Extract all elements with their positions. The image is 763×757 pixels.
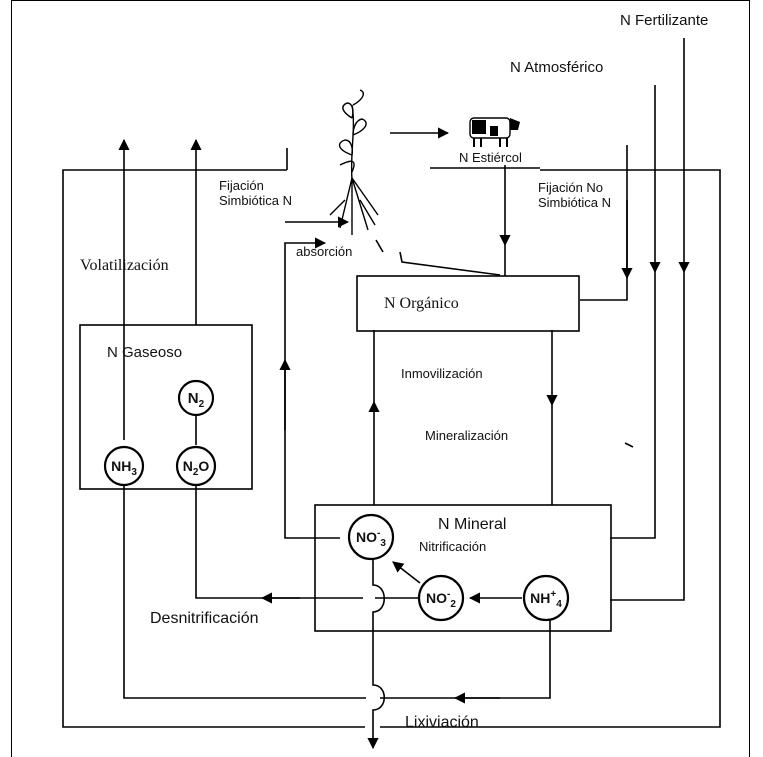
- n-gaseoso-label: N Gaseoso: [107, 344, 182, 361]
- fijacion-no-simbiotica-label-2: Simbiótica N: [538, 195, 611, 210]
- fijacion-no-simbiotica-label-1: Fijación No: [538, 180, 603, 195]
- nh4-circle: [522, 574, 570, 622]
- n2-label: N2: [188, 390, 205, 410]
- nitrificacion-label: Nitrificación: [419, 539, 486, 554]
- nh3-label: NH3: [111, 458, 137, 478]
- cow-icon: [469, 117, 520, 147]
- n-fertilizante-label: N Fertilizante: [620, 12, 708, 29]
- n2o-label: N2O: [183, 458, 210, 478]
- absorption-arrow: [284, 237, 340, 539]
- absorcion-label: absorción: [296, 244, 352, 259]
- n-organico-label: N Orgánico: [384, 295, 459, 312]
- denitrification-arrow: [195, 488, 420, 599]
- mineralizacion-label: Mineralización: [425, 428, 508, 443]
- n-mineral-label: N Mineral: [438, 516, 506, 533]
- non-symbiotic-fixation-arrow: [580, 145, 628, 301]
- n2o-circle: [175, 445, 217, 487]
- fijacion-simbiotica-label-2: Simbiótica N: [219, 193, 292, 208]
- n2-circle: [177, 379, 215, 417]
- n-mineral-box: [314, 504, 612, 632]
- n-gaseoso-box: [79, 324, 253, 490]
- n-atmosferico-label: N Atmosférico: [510, 59, 603, 76]
- plant-residue-arrow: [375, 239, 501, 276]
- plant-icon: [329, 89, 379, 235]
- volatilizacion-label: Volatilización: [80, 257, 169, 274]
- no2-circle: [417, 574, 465, 622]
- nh4-label: NH+4: [530, 589, 562, 610]
- leaching-arrow: [367, 555, 386, 750]
- no2-label: NO-2: [426, 589, 456, 610]
- nh4-to-nh3-return: [123, 485, 551, 699]
- n-estiercol-label: N Estiércol: [459, 150, 522, 165]
- n-organico-box: [356, 275, 580, 332]
- inmovilizacion-label: Inmovilización: [401, 366, 483, 381]
- no3-circle: [347, 513, 395, 561]
- outer-frame: [11, 0, 750, 757]
- lixiviacion-label: Lixiviación: [405, 714, 479, 731]
- nh3-circle: [103, 445, 145, 487]
- no2-to-no3-arrow: [392, 561, 421, 584]
- fijacion-simbiotica-label-1: Fijación: [219, 178, 264, 193]
- no3-label: NO-3: [356, 528, 386, 549]
- desnitrificacion-label: Desnitrificación: [150, 610, 258, 627]
- system-boundary: [62, 148, 721, 728]
